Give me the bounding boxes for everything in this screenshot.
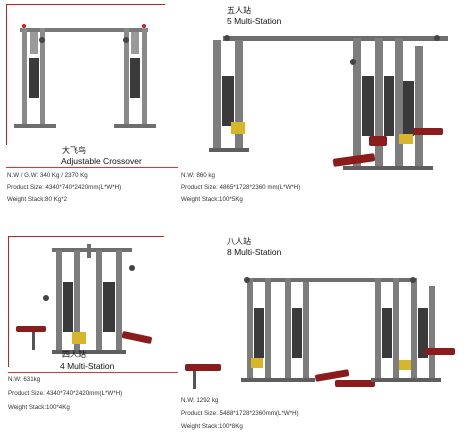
eight-station-spec-weight: N.W: 1292 kg (181, 397, 219, 404)
crossover-spec-weight: N.W / G.W: 340 Kg / 2370 Kg (7, 172, 88, 179)
product-frame-four-station (8, 236, 164, 367)
crossover-machine-image (14, 24, 156, 128)
five-station-machine-image (209, 35, 448, 170)
eight-station-spec-size: Product Size: 5488*1728*2360mm(L*W*H) (181, 410, 299, 417)
crossover-name-cn: 大飞鸟 (62, 146, 86, 155)
five-station-name-en: 5 Multi-Station (227, 16, 282, 26)
four-station-name-en: 4 Multi-Station (60, 361, 115, 371)
crossover-name-en: Adjustable Crossover (61, 156, 142, 166)
product-frame-crossover (6, 4, 165, 145)
four-station-divider (8, 372, 178, 373)
eight-station-machine-image (185, 277, 455, 389)
five-station-spec-size: Product Size: 4865*1728*2360 mm(L*W*H) (181, 184, 301, 191)
eight-station-name-en: 8 Multi-Station (227, 247, 282, 257)
eight-station-name-cn: 八人站 (227, 237, 251, 246)
four-station-name-cn: 四人站 (62, 350, 86, 359)
crossover-spec-size: Product Size: 4340*740*2420mm(L*W*H) (7, 184, 122, 191)
four-station-spec-weight: N.W: 631kg (8, 376, 41, 383)
crossover-spec-stack: Weight Stack:80 Kg*2 (7, 196, 68, 203)
four-station-spec-stack: Weight Stack:100*4Kg (8, 404, 70, 411)
four-station-spec-size: Product Size: 4340*740*2420mm(L*W*H) (8, 390, 123, 397)
five-station-spec-stack: Weight Stack:100*5Kg (181, 196, 243, 203)
five-station-name-cn: 五人站 (227, 6, 251, 15)
crossover-divider (6, 167, 178, 168)
four-station-machine-image (16, 244, 152, 354)
five-station-spec-weight: N.W: 860 kg (181, 172, 215, 179)
eight-station-spec-stack: Weight Stack:100*8Kg (181, 423, 243, 430)
